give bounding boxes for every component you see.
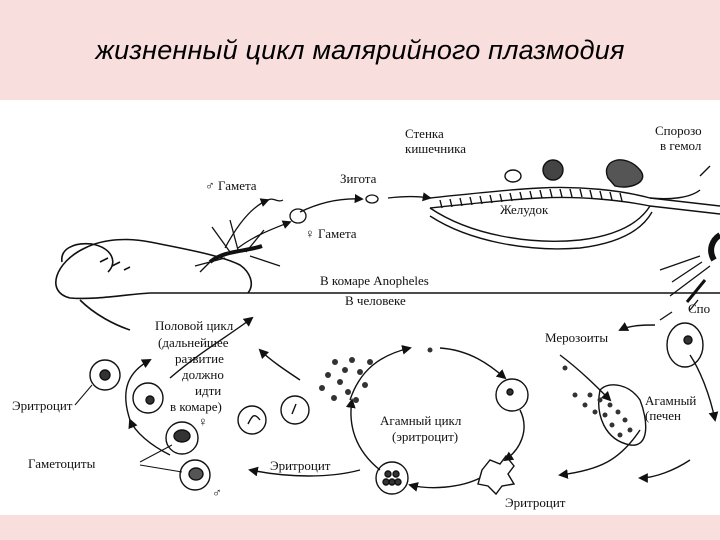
label-sexual-4: должно [182, 367, 224, 382]
label-gametocytes: Гаметоциты [28, 456, 96, 471]
slide-title: жизненный цикл малярийного плазмодия [95, 34, 625, 65]
label-spo-right: Спо [688, 301, 710, 316]
label-sexual-6: в комаре) [170, 399, 222, 414]
label-male-sign: ♂ [212, 485, 222, 500]
liver-cell-right [666, 322, 704, 368]
label-in-human: В человеке [345, 293, 406, 308]
label-erythrocyte-left: Эритроцит [12, 398, 73, 413]
label-gut-wall-1: Стенка [405, 126, 444, 141]
label-asexual-liver-1: Агамный [645, 393, 696, 408]
liver-cell [598, 384, 647, 446]
label-asexual-cycle-1: Агамный цикл [380, 413, 462, 428]
gametocyte-pointers [74, 384, 183, 473]
human-finger [55, 238, 252, 331]
diagram-labels: ♂ Гамета Зигота ♀ Гамета Стенка кишечник… [12, 123, 710, 510]
slide-title-bar: жизненный цикл малярийного плазмодия [0, 0, 720, 100]
gamete-arrows [224, 192, 432, 249]
label-erythrocyte-bottom: Эритроцит [505, 495, 566, 510]
diagram-canvas: ♂ Гамета Зигота ♀ Гамета Стенка кишечник… [12, 123, 720, 510]
merozoite-dots [319, 347, 633, 438]
label-sexual-5: идти [195, 383, 221, 398]
cell-erythrocyte-asexual [495, 378, 529, 412]
label-merozoites: Мерозоиты [545, 330, 608, 345]
cell-gametocyte-2 [179, 459, 211, 491]
label-female-gamete: ♀ Гамета [305, 226, 357, 241]
cell-erythrocyte-left-1 [89, 359, 121, 391]
label-erythrocyte-mid: Эритроцит [270, 458, 331, 473]
mosquito-on-finger [194, 219, 281, 273]
label-stomach: Желудок [500, 202, 549, 217]
mosquito-gut [429, 159, 720, 250]
label-asexual-liver-2: (печен [645, 408, 681, 423]
label-female-sign: ♀ [198, 414, 208, 429]
label-sexual-3: развитие [175, 351, 224, 366]
slide-footer-bar [0, 515, 720, 540]
label-sporozoites-2: в гемол [660, 138, 702, 153]
cell-ruptured [477, 454, 516, 496]
cell-ring-1 [237, 405, 267, 435]
label-male-gamete: ♂ Гамета [205, 178, 257, 193]
cell-erythrocyte-left-2 [132, 382, 164, 414]
label-sporozoites-1: Спорозо [655, 123, 702, 138]
cell-ring-2 [280, 395, 310, 425]
label-in-mosquito: В комаре Anopheles [320, 273, 429, 288]
label-zygote: Зигота [340, 171, 377, 186]
label-sexual-2: (дальнейшее [158, 335, 229, 350]
mosquito-right [659, 232, 720, 321]
cells [89, 322, 704, 496]
label-sexual-1: Половой цикл [155, 318, 234, 333]
label-gut-wall-2: кишечника [405, 141, 466, 156]
life-cycle-diagram: ♂ Гамета Зигота ♀ Гамета Стенка кишечник… [0, 100, 720, 515]
label-asexual-cycle-2: (эритроцит) [392, 429, 458, 444]
cell-gametocyte-1 [165, 421, 199, 455]
cell-schizont [375, 461, 409, 495]
cycle-arrows [125, 316, 719, 492]
